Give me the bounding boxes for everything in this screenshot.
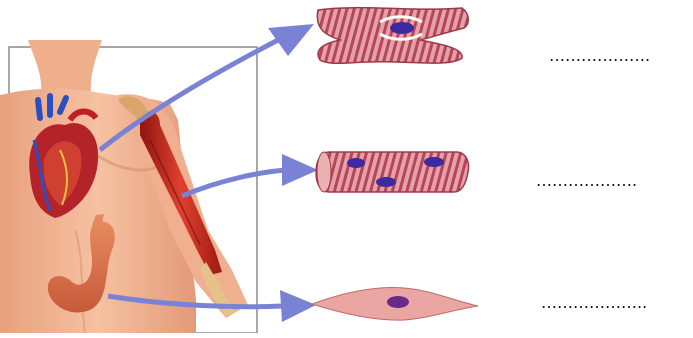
skeletal-answer-blank[interactable]: ………………. (536, 171, 637, 190)
cardiac-muscle-cell-icon (317, 8, 468, 64)
arrow-icon (182, 154, 318, 196)
smooth-muscle-cell-icon (312, 288, 478, 321)
skeletal-muscle-cell-icon (316, 152, 469, 192)
body-illustration (0, 40, 257, 333)
cardiac-answer-blank[interactable]: ………………. (549, 46, 650, 65)
smooth-answer-blank[interactable]: ……………….. (541, 293, 647, 312)
